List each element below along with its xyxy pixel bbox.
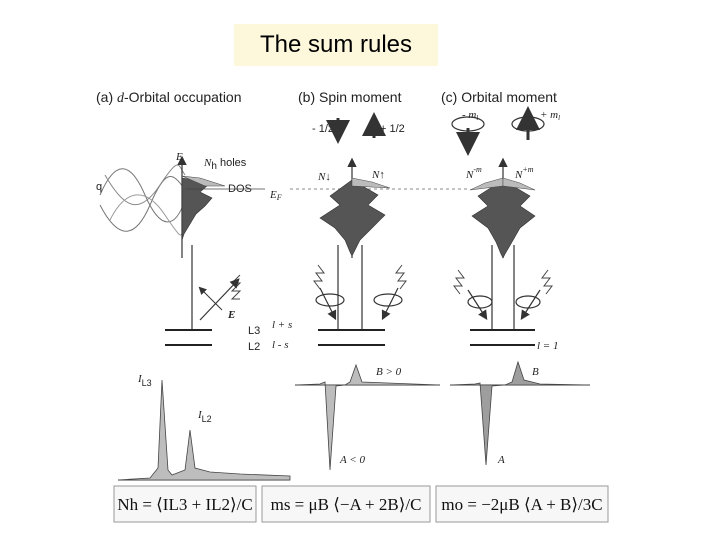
j-plus-label: l + s xyxy=(272,319,292,331)
l-equals-label: l = 1 xyxy=(537,340,558,352)
a-label-c: A xyxy=(497,454,505,466)
fermi-level-label: EF xyxy=(269,189,282,202)
equation-spin: ms = μB ⟨−A + 2B⟩/C xyxy=(271,495,422,514)
panel-c-label: (c) Orbital moment xyxy=(441,89,557,105)
n-minus-label: N-m xyxy=(465,165,482,181)
b-positive-label: B > 0 xyxy=(376,366,402,378)
m-plus-label: + ml xyxy=(540,109,560,122)
panel-a-label: (a) d-Orbital occupation xyxy=(96,89,242,106)
panel-b-label: (b) Spin moment xyxy=(298,89,402,105)
equation-orbital: mo = −2μB ⟨A + B⟩/3C xyxy=(441,495,602,514)
a-negative-label: A < 0 xyxy=(339,454,365,466)
equation-orbital-box: mo = −2μB ⟨A + B⟩/3C xyxy=(435,485,609,523)
q-label: q xyxy=(96,181,102,193)
panel-a-spectrum: IL3 IL2 xyxy=(117,373,291,481)
j-minus-label: l - s xyxy=(272,339,289,351)
b-label-c: B xyxy=(532,366,539,378)
n-plus-label: N+m xyxy=(514,165,534,181)
n-down-label: N↓ xyxy=(317,171,331,183)
slide-title-box: The sum rules xyxy=(234,24,438,66)
equation-spin-box: ms = μB ⟨−A + 2B⟩/C xyxy=(261,485,431,523)
edge-l3-label: L3 xyxy=(248,325,260,337)
panel-c-diagram: - ml + ml N-m N+m l = 1 xyxy=(451,106,560,352)
energy-axis-label: E xyxy=(175,151,183,163)
holes-label: Nh holes xyxy=(203,157,247,172)
slide-title: The sum rules xyxy=(259,31,413,58)
spin-plus-label: + 1/2 xyxy=(380,123,405,135)
equation-holes-box: Nh = ⟨IL3 + IL2⟩/C xyxy=(113,485,257,523)
field-vector-label: E xyxy=(227,309,235,321)
spin-minus-label: - 1/2 xyxy=(312,123,334,135)
m-minus-label: - ml xyxy=(462,109,478,122)
equation-holes: Nh = ⟨IL3 + IL2⟩/C xyxy=(117,495,252,514)
n-up-label: N↑ xyxy=(371,169,385,181)
panel-c-spectrum: B A xyxy=(449,360,591,466)
panel-b-diagram: - 1/2 + 1/2 N↓ N↑ xyxy=(312,112,407,346)
panel-a-diagram: q E Nh holes DOS EF E L3 L2 l + s l - s xyxy=(96,151,470,353)
edge-l2-label: L2 xyxy=(248,341,260,353)
panel-b-spectrum: B > 0 A < 0 xyxy=(294,363,441,471)
i-l3-label: IL3 xyxy=(137,373,152,388)
i-l2-label: IL2 xyxy=(197,409,212,424)
